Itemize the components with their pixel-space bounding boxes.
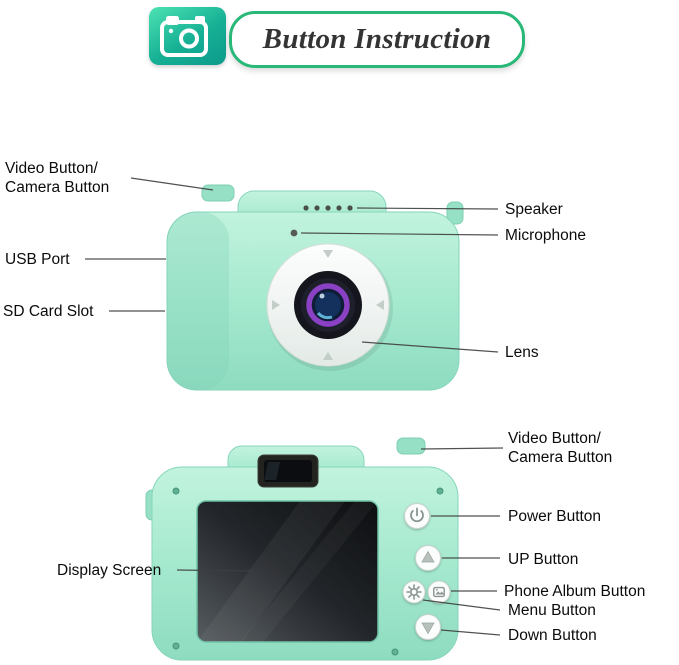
label-speaker: Speaker — [505, 201, 563, 218]
lens — [266, 243, 393, 371]
line-lens — [361, 341, 499, 353]
up-arrow-icon — [421, 550, 435, 563]
line-speaker — [356, 207, 499, 210]
photo-album-icon — [433, 586, 445, 598]
label-lens: Lens — [505, 344, 539, 361]
viewfinder — [257, 454, 319, 488]
front-strap-lug — [446, 201, 464, 225]
power-button-illustration — [404, 503, 430, 529]
label-menu-button: Menu Button — [508, 602, 596, 619]
menu-button-illustration — [402, 580, 426, 604]
down-button-illustration — [415, 614, 441, 640]
label-back-video-camera-button: Video Button/ Camera Button — [508, 430, 613, 466]
up-button-illustration — [415, 545, 441, 571]
front-shutter-tab — [201, 184, 235, 202]
title-banner: Button Instruction — [229, 11, 525, 68]
camera-logo-icon — [160, 16, 208, 57]
label-up-button: UP Button — [508, 551, 579, 568]
label-front-video-camera-button: Video Button/ Camera Button — [5, 160, 110, 196]
line-front-video-button — [130, 177, 214, 191]
body-screws — [172, 487, 444, 656]
label-microphone: Microphone — [505, 227, 586, 244]
gear-icon — [406, 584, 422, 600]
line-microphone — [300, 232, 499, 236]
back-video-button-tab — [396, 437, 426, 455]
display-screen — [196, 500, 379, 643]
speaker-dots — [303, 205, 353, 211]
phone-album-button-illustration — [427, 580, 451, 604]
front-grip-shade — [167, 212, 229, 390]
label-power-button: Power Button — [508, 508, 602, 525]
label-phone-album-button: Phone Album Button — [504, 583, 646, 600]
page-title: Button Instruction — [262, 23, 492, 55]
microphone-dot — [290, 229, 298, 237]
line-display-screen — [176, 569, 253, 572]
power-icon — [410, 507, 424, 523]
label-display-screen: Display Screen — [57, 562, 162, 579]
label-sd-card-slot: SD Card Slot — [3, 303, 94, 320]
camera-back-illustration — [145, 437, 459, 661]
leader-lines — [85, 177, 504, 636]
line-down-button — [440, 629, 501, 636]
label-usb-port: USB Port — [5, 251, 70, 268]
lens-highlight — [316, 311, 333, 320]
line-back-video-button — [420, 447, 504, 450]
camera-front-illustration — [166, 184, 464, 391]
line-menu-button — [422, 599, 501, 611]
label-down-button: Down Button — [508, 627, 597, 644]
lens-ring-marks — [272, 250, 384, 360]
header-logo-box — [149, 7, 226, 65]
down-arrow-icon — [421, 622, 435, 635]
